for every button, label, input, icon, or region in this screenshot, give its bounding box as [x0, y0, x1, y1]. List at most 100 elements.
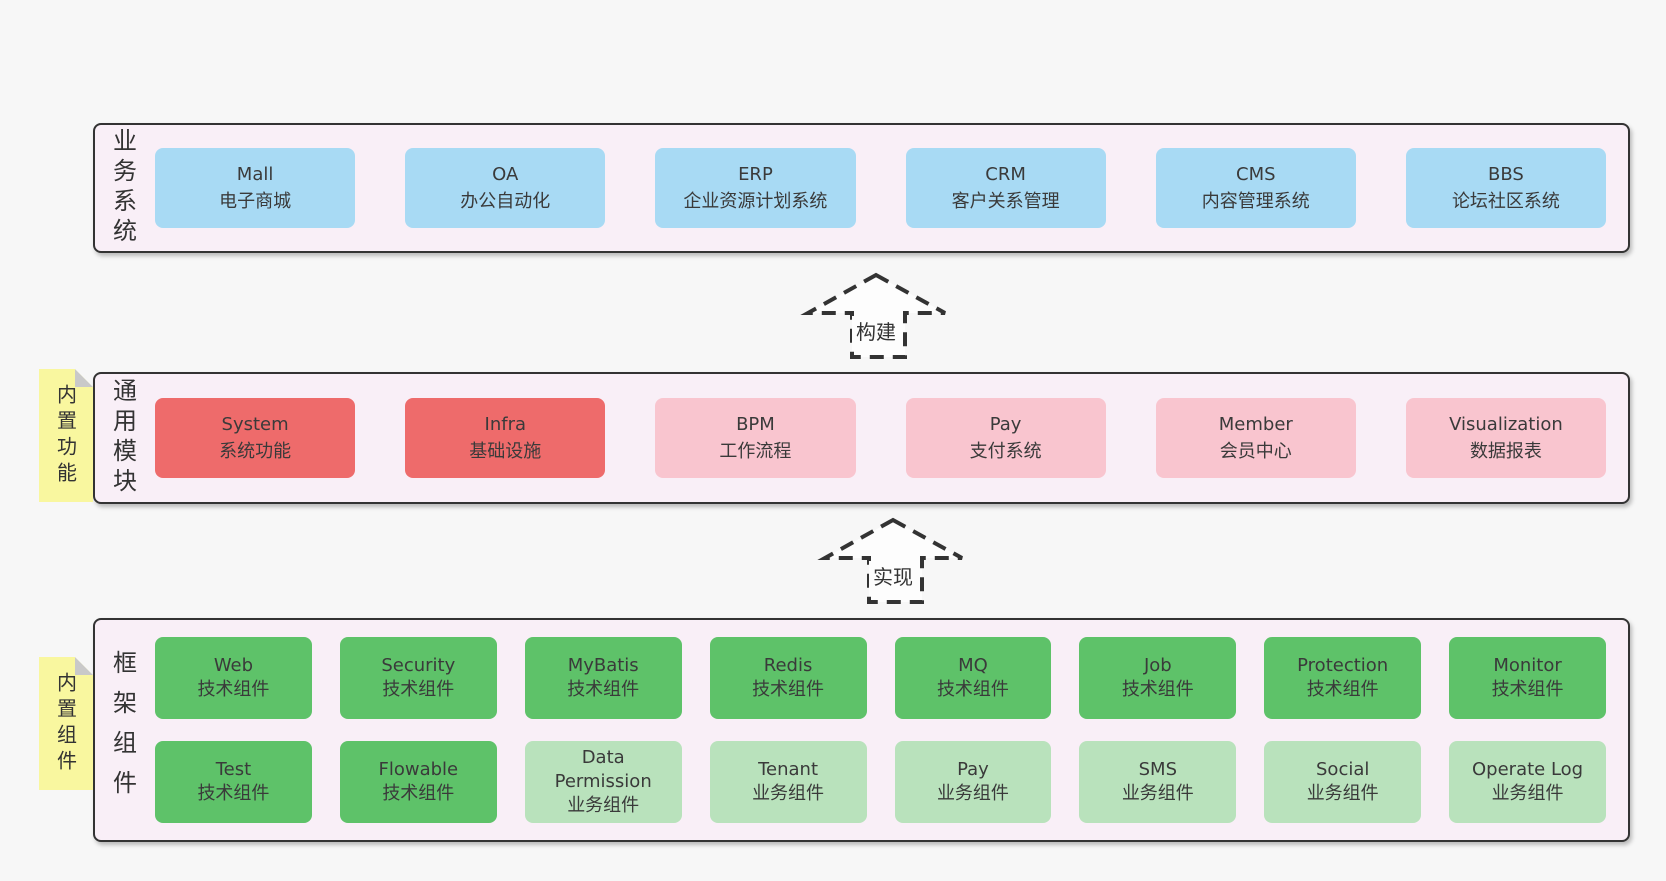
component-box-tenant: Tenant 业务组件	[709, 741, 867, 823]
component-subtitle: 内容管理系统	[1201, 191, 1310, 212]
sticky-note-built-in-components: 内置组件	[39, 657, 93, 790]
component-subtitle: 技术组件	[1121, 679, 1194, 700]
component-name: Member	[1218, 414, 1293, 435]
dashed-up-arrow-implement: 实现	[817, 517, 963, 604]
component-subtitle: 技术组件	[197, 679, 270, 700]
band-label-business-systems: 业务系统	[108, 128, 137, 248]
component-name: Job	[1143, 654, 1172, 676]
component-name: Pay	[957, 758, 989, 780]
component-box-web: Web 技术组件	[155, 637, 312, 719]
component-subtitle: 支付系统	[969, 441, 1042, 462]
component-subtitle: 办公自动化	[460, 191, 551, 212]
component-box-mall: Mall 电子商城	[155, 148, 356, 228]
component-name: Test	[215, 758, 252, 780]
component-name: Operate Log	[1472, 758, 1584, 780]
component-subtitle: 工作流程	[719, 441, 792, 462]
component-box-crm: CRM 客户关系管理	[905, 148, 1106, 228]
component-name: Protection	[1297, 654, 1389, 676]
component-name: MQ	[958, 654, 988, 676]
component-box-security: Security 技术组件	[339, 637, 497, 719]
component-subtitle: 技术组件	[752, 679, 825, 700]
component-box-oa: OA 办公自动化	[405, 148, 606, 228]
component-box-visualization: Visualization 数据报表	[1405, 398, 1607, 478]
component-name: Monitor	[1493, 654, 1562, 676]
component-name: OA	[492, 164, 519, 185]
component-subtitle: 业务组件	[752, 783, 825, 804]
component-box-redis: Redis 技术组件	[709, 637, 867, 719]
component-box-cms: CMS 内容管理系统	[1155, 148, 1356, 228]
component-name: BPM	[736, 414, 775, 435]
component-name: CRM	[985, 164, 1026, 185]
dashed-up-arrow-build: 构建	[800, 272, 946, 359]
component-name: CMS	[1236, 164, 1276, 185]
component-name: SMS	[1138, 758, 1177, 780]
component-name: Social	[1316, 758, 1370, 780]
component-name: Mall	[236, 164, 274, 185]
arrow-label-bg	[852, 316, 900, 344]
component-subtitle: 会员中心	[1219, 441, 1292, 462]
component-name: Web	[213, 654, 254, 676]
component-subtitle: 基础设施	[469, 441, 542, 462]
component-name: Visualization	[1449, 414, 1563, 435]
component-name: Data Permission	[554, 746, 652, 792]
component-name: Security	[381, 654, 456, 676]
component-name: Flowable	[378, 758, 459, 780]
component-box-data-permission: Data Permission 业务组件	[524, 741, 682, 823]
component-subtitle: 业务组件	[567, 795, 640, 817]
band-business-systems: 业务系统 Mall 电子商城 OA 办公自动化 ERP 企业资源计划系统 CRM 客户关系管理…	[93, 123, 1630, 253]
component-subtitle: 业务组件	[1306, 783, 1379, 804]
component-subtitle: 技术组件	[382, 679, 455, 700]
component-subtitle: 客户关系管理	[951, 191, 1060, 212]
component-name: ERP	[738, 164, 773, 185]
component-subtitle: 论坛社区系统	[1451, 191, 1560, 212]
component-box-erp: ERP 企业资源计划系统	[655, 148, 856, 228]
band-label-common-modules: 通用模块	[108, 378, 137, 498]
component-box-monitor: Monitor 技术组件	[1449, 637, 1606, 719]
component-box-test: Test 技术组件	[155, 741, 312, 823]
component-box-protection: Protection 技术组件	[1264, 637, 1422, 719]
arrow-label: 实现	[873, 565, 913, 589]
component-box-job: Job 技术组件	[1079, 637, 1237, 719]
component-name: Tenant	[758, 758, 819, 780]
sticky-note-built-in-features: 内置功能	[39, 369, 93, 502]
component-box-flowable: Flowable 技术组件	[339, 741, 497, 823]
component-name: Infra	[484, 414, 526, 435]
component-name: System	[221, 414, 289, 435]
component-name: BBS	[1488, 164, 1524, 185]
component-subtitle: 业务组件	[1491, 783, 1564, 804]
component-box-bbs: BBS 论坛社区系统	[1405, 148, 1607, 228]
component-subtitle: 电子商城	[219, 191, 292, 212]
component-subtitle: 技术组件	[936, 679, 1009, 700]
component-box-infra: Infra 基础设施	[405, 398, 606, 478]
band-content-business-systems: Mall 电子商城 OA 办公自动化 ERP 企业资源计划系统 CRM 客户关系管理 CMS 内容…	[151, 125, 1628, 251]
component-name: Redis	[763, 654, 813, 676]
component-box-sms: SMS 业务组件	[1079, 741, 1237, 823]
component-subtitle: 技术组件	[197, 783, 270, 804]
component-subtitle: 技术组件	[1306, 679, 1379, 700]
component-box-operate-log: Operate Log 业务组件	[1449, 741, 1606, 823]
arrow-label: 构建	[856, 320, 896, 344]
component-subtitle: 数据报表	[1469, 441, 1542, 462]
component-box-mq: MQ 技术组件	[894, 637, 1052, 719]
band-label-framework-components: 框架组件	[108, 650, 137, 810]
component-subtitle: 业务组件	[1121, 783, 1194, 804]
component-box-mybatis: MyBatis 技术组件	[524, 637, 682, 719]
component-subtitle: 技术组件	[567, 679, 640, 700]
component-subtitle: 企业资源计划系统	[683, 191, 828, 212]
arrow-label-bg	[869, 561, 917, 589]
component-box-social: Social 业务组件	[1264, 741, 1422, 823]
component-name: MyBatis	[567, 654, 639, 676]
component-subtitle: 技术组件	[1491, 679, 1564, 700]
component-box-bpm: BPM 工作流程	[655, 398, 856, 478]
component-subtitle: 技术组件	[382, 783, 455, 804]
